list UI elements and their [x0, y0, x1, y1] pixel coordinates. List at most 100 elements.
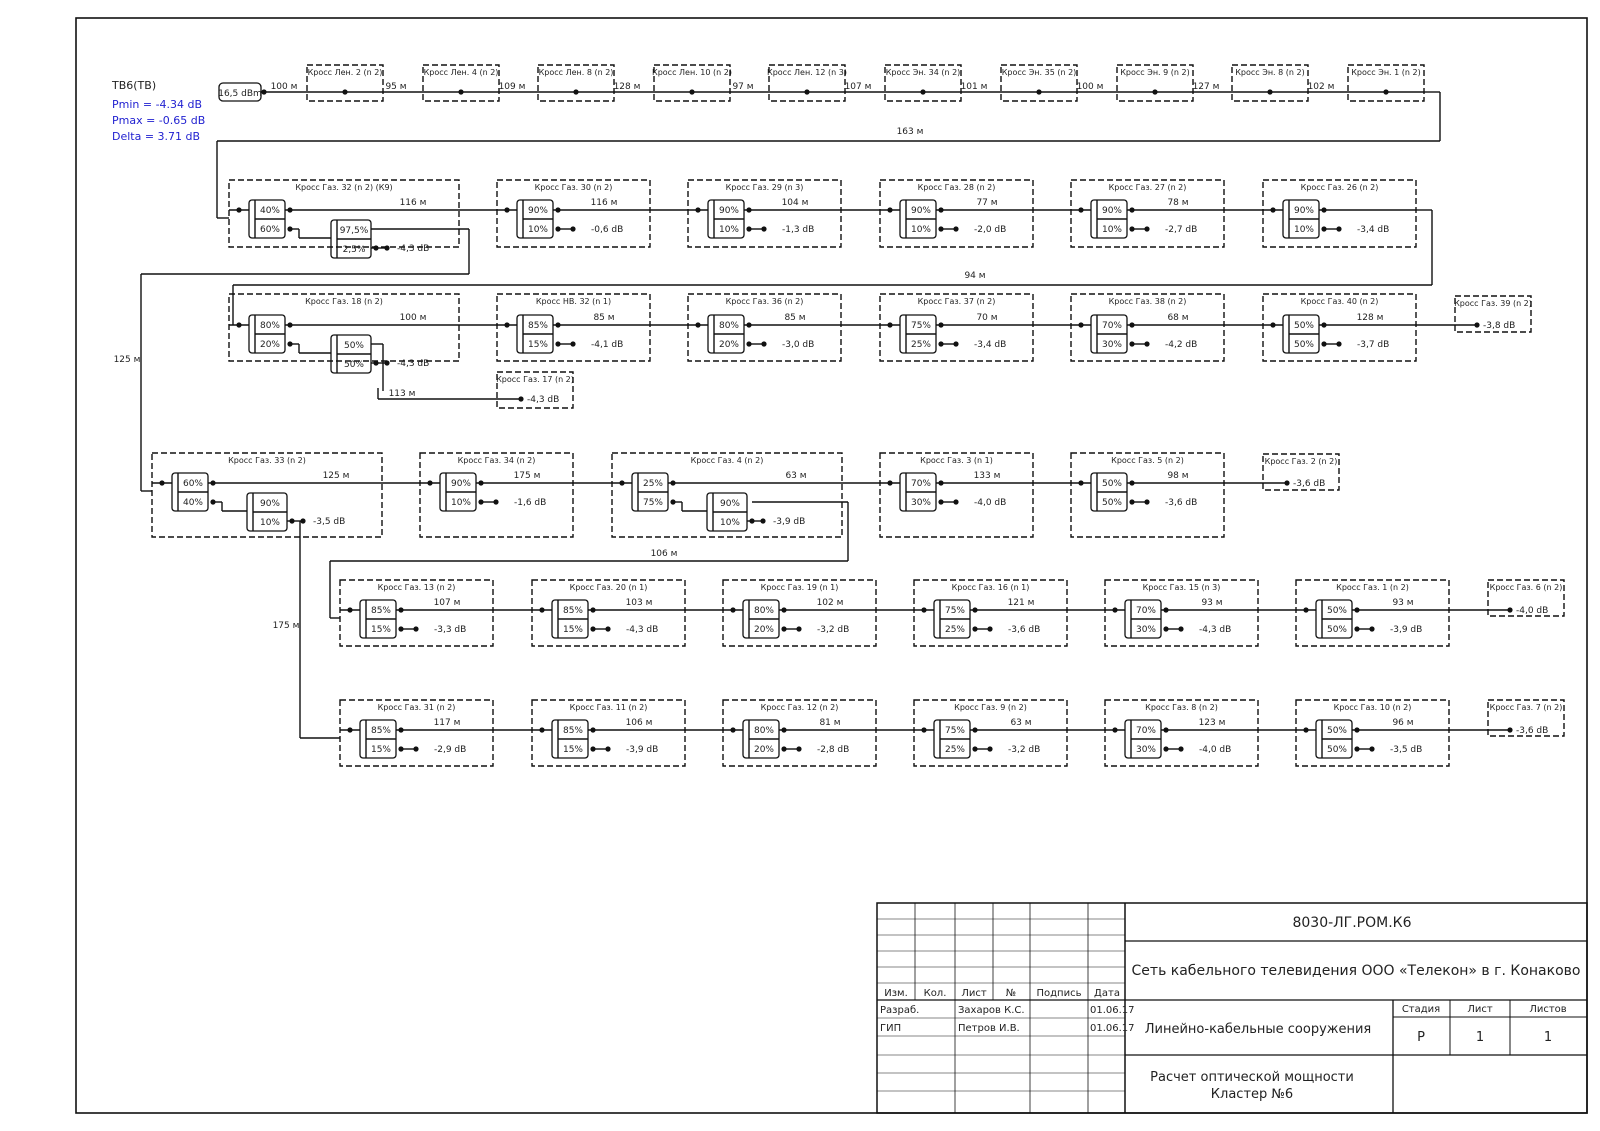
db-value: -4,3 dB	[397, 359, 429, 369]
cross-label: Кросс Газ. 18 (n 2)	[305, 297, 383, 306]
trunk-length: 109 м	[499, 82, 526, 92]
link-length: 175 м	[273, 621, 300, 631]
split-bottom: 25%	[945, 745, 965, 755]
db-value: -1,6 dB	[514, 498, 546, 508]
cross-box	[228, 179, 460, 248]
junction-dot	[796, 746, 802, 752]
segment-length: 116 м	[400, 198, 427, 208]
junction-dot	[570, 226, 576, 232]
cross-label: Кросс Газ. 1 (n 2)	[1336, 583, 1409, 592]
db-value: -3,2 dB	[1008, 745, 1040, 755]
split-bottom: 10%	[719, 225, 739, 235]
junction-dot	[921, 727, 927, 733]
cross-box	[913, 699, 1068, 767]
trunk-length: 100 м	[271, 82, 298, 92]
pmin-value: Pmin = -4.34 dB	[112, 98, 202, 111]
db-value: -3,9 dB	[1390, 625, 1422, 635]
date-2: 01.06.17	[1090, 1023, 1135, 1034]
junction-dot	[953, 226, 959, 232]
split-bottom: 10%	[1294, 225, 1314, 235]
stage-label: Стадия	[1402, 1004, 1440, 1015]
junction-dot	[1507, 607, 1513, 613]
split-top: 80%	[719, 321, 739, 331]
junction-dot	[1369, 746, 1375, 752]
junction-dot	[1178, 626, 1184, 632]
split-bottom: 40%	[183, 498, 203, 508]
cross-box	[1262, 179, 1417, 248]
segment-length: 85 м	[593, 313, 614, 323]
cross-label: Кросс Эн. 9 (n 2)	[1120, 68, 1189, 77]
cross-box	[653, 64, 731, 102]
link-length: 125 м	[114, 355, 141, 365]
cross-label: Кросс Газ. 13 (n 2)	[378, 583, 456, 592]
segment-length: 121 м	[1008, 598, 1035, 608]
junction-dot	[539, 607, 545, 613]
cross-box	[1231, 64, 1309, 102]
db-value: -0,6 dB	[591, 225, 623, 235]
junction-dot	[573, 89, 579, 95]
junction-dot	[236, 322, 242, 328]
cross-label: Кросс Эн. 35 (n 2)	[1002, 68, 1077, 77]
title-block-text: 8030-ЛГ.РОМ.К6 Сеть кабельного телевиден…	[880, 915, 1580, 1102]
date-1: 01.06.17	[1090, 1005, 1135, 1016]
db-value: -4,3 dB	[397, 244, 429, 254]
cross-label: Кросс Газ. 28 (n 2)	[918, 183, 996, 192]
db-value: -3,4 dB	[974, 340, 1006, 350]
junction-dot	[695, 207, 701, 213]
split-top: 90%	[528, 206, 548, 216]
segment-length: 116 м	[591, 198, 618, 208]
junction-dot	[1507, 727, 1513, 733]
split-top: 80%	[754, 606, 774, 616]
source-info: ТВ6(ТВ) Pmin = -4.34 dB Pmax = -0.65 dB …	[111, 79, 205, 143]
source-level-box	[218, 82, 262, 102]
junction-dot	[689, 89, 695, 95]
junction-dot	[1112, 607, 1118, 613]
split-bottom: 60%	[260, 225, 280, 235]
sheet-title-1: Расчет оптической мощности	[1150, 1070, 1354, 1085]
split-bottom: 15%	[371, 745, 391, 755]
cross-label: Кросс Газ. 3 (n 1)	[920, 456, 993, 465]
cross-box	[531, 699, 686, 767]
cross-box	[1262, 453, 1340, 491]
cross-box	[339, 699, 494, 767]
cross-label: Кросс Лен. 10 (n 2)	[652, 68, 732, 77]
db-value: -3,8 dB	[1483, 321, 1515, 331]
junction-dot	[300, 518, 306, 524]
header-num: №	[1006, 988, 1016, 999]
cross-box	[306, 64, 384, 102]
cross-label: Кросс Газ. 33 (n 2)	[228, 456, 306, 465]
junction-dot	[236, 207, 242, 213]
cross-label: Кросс Лен. 2 (n 2)	[308, 68, 383, 77]
drawing-frame	[75, 17, 1588, 1114]
junction-dot	[761, 341, 767, 347]
split-top: 50%	[1102, 479, 1122, 489]
junction-dot	[1267, 89, 1273, 95]
junction-dot	[987, 746, 993, 752]
split-bottom: 25%	[911, 340, 931, 350]
trunk-length: 97 м	[732, 82, 753, 92]
cross-box	[1116, 64, 1194, 102]
segment-length: 98 м	[1167, 471, 1188, 481]
split-bottom: 50%	[1327, 625, 1347, 635]
split-bottom: 30%	[1136, 625, 1156, 635]
split-bottom: 30%	[911, 498, 931, 508]
db-value: -3,6 dB	[1165, 498, 1197, 508]
db-value: -4,0 dB	[1516, 606, 1548, 616]
cross-label: Кросс Лен. 12 (n 3)	[767, 68, 847, 77]
sheets-value: 1	[1544, 1030, 1552, 1045]
trunk-length: 128 м	[614, 82, 641, 92]
cross-box	[339, 579, 494, 647]
cross-box	[1000, 64, 1078, 102]
junction-dot	[1036, 89, 1042, 95]
name-2: Петров И.В.	[958, 1023, 1020, 1034]
junction-dot	[1144, 341, 1150, 347]
split-top: 80%	[260, 321, 280, 331]
junction-dot	[887, 480, 893, 486]
junction-dot	[730, 727, 736, 733]
cross-label: Кросс Газ. 17 (n 2)	[496, 375, 574, 384]
split-top: 75%	[911, 321, 931, 331]
db-value: -2,9 dB	[434, 745, 466, 755]
junction-dot	[921, 607, 927, 613]
segment-length: 96 м	[1392, 718, 1413, 728]
